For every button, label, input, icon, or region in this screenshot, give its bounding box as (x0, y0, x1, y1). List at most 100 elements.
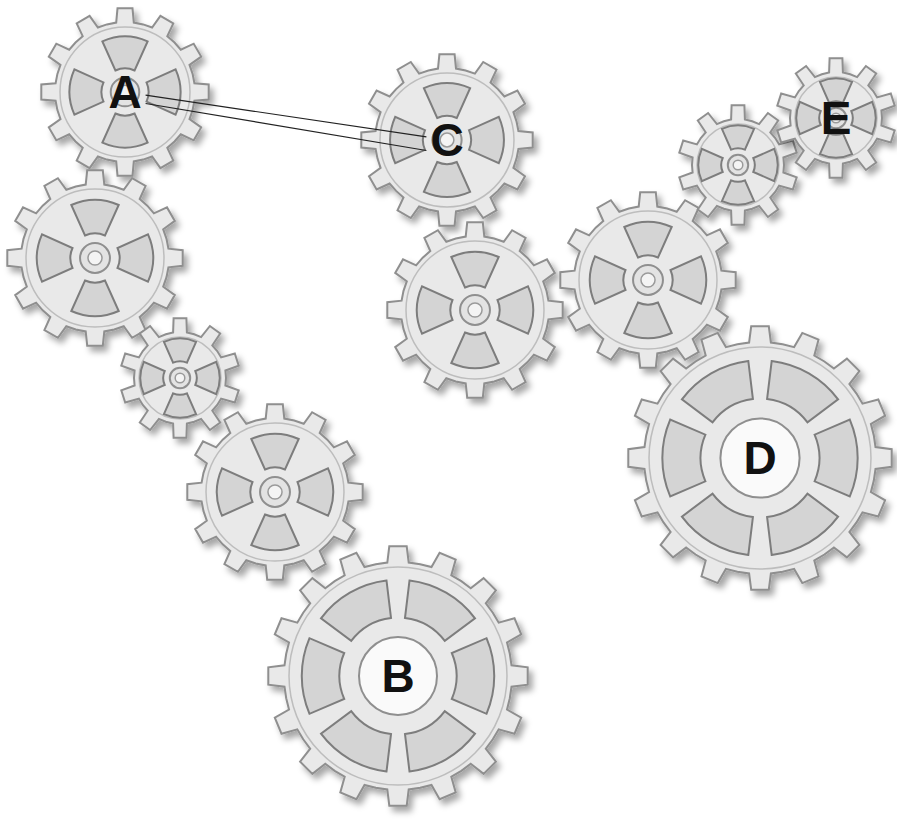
gear-hub (80, 243, 110, 273)
gear-window (722, 125, 754, 149)
gear-axle (88, 251, 102, 265)
gear-window (451, 252, 498, 288)
gear-hub (170, 368, 190, 388)
gear-rim (649, 347, 871, 569)
gear-rim (406, 241, 544, 379)
gear-window (71, 281, 118, 317)
gear-window (815, 420, 858, 497)
gear-window (251, 515, 298, 551)
gear-axle (641, 273, 655, 287)
gear-window (70, 69, 104, 114)
gear-window (851, 102, 875, 134)
gear-window (682, 361, 753, 422)
gear-window (140, 362, 164, 394)
gear-window (753, 149, 777, 181)
gear-body (41, 8, 208, 175)
gear-letter: B (379, 653, 416, 699)
gear-window (195, 362, 219, 394)
gear-label-box: B (379, 653, 416, 699)
gear-window (405, 581, 475, 641)
gear-window (424, 162, 470, 197)
gear-window (164, 393, 196, 417)
gear-hub (720, 418, 799, 497)
gear-label-box: A (106, 69, 143, 115)
gear-window (767, 361, 838, 422)
gear-letter: A (106, 69, 143, 115)
gear-window (671, 256, 707, 303)
gear-letter: E (819, 95, 854, 141)
gear-body (187, 404, 362, 579)
gear-hub (460, 295, 490, 325)
gear (121, 318, 238, 437)
gear-window (147, 69, 181, 114)
gear (679, 105, 796, 224)
gear (41, 8, 208, 175)
gear-rim (139, 337, 221, 419)
gear-hub (260, 477, 290, 507)
gear-window (498, 286, 534, 333)
gear-window (624, 222, 671, 258)
gear (268, 546, 527, 805)
gear-body (7, 170, 182, 345)
gear-window (102, 37, 147, 71)
gear-axle (175, 373, 185, 383)
gear-window (321, 711, 391, 771)
gear-hub (633, 265, 663, 295)
gear-window (469, 117, 504, 163)
gear-window (37, 234, 73, 281)
gear-rim (206, 423, 344, 561)
gear-hub (728, 155, 748, 175)
gear-window (424, 83, 470, 118)
gear-label-box: D (741, 435, 778, 481)
gear-window (452, 638, 494, 714)
gear-letter: C (428, 117, 465, 163)
gear-window (390, 117, 425, 163)
gear (361, 54, 532, 225)
gear-body (361, 54, 532, 225)
gear-window (71, 200, 118, 236)
gear-rim (795, 77, 877, 159)
gear-window (164, 338, 196, 362)
gear (777, 58, 894, 177)
gear-body (268, 546, 527, 805)
gear-axle (468, 303, 482, 317)
gear-rim (60, 27, 190, 157)
gear-rim (289, 567, 507, 785)
gear-window (302, 638, 344, 714)
gear-window (767, 494, 838, 555)
gear-window (298, 468, 334, 515)
gear-hub (359, 637, 437, 715)
gear-window (451, 333, 498, 369)
gear-body (121, 318, 238, 437)
gear-window (590, 256, 626, 303)
connector-line (146, 95, 427, 150)
gear-window (118, 234, 154, 281)
gear-window (662, 420, 705, 497)
gear-window (251, 434, 298, 470)
gear-body (628, 326, 891, 589)
gear-window (624, 303, 671, 339)
gear-window (417, 286, 453, 333)
gear-window (102, 114, 147, 148)
gear-rim (579, 211, 717, 349)
gear (387, 222, 562, 397)
gear-window (796, 102, 820, 134)
gear-window (217, 468, 253, 515)
gear-rim (697, 124, 779, 206)
gear-window (405, 711, 475, 771)
gear-body (777, 58, 894, 177)
gear (187, 404, 362, 579)
gear-rim (380, 73, 514, 207)
gear-window (682, 494, 753, 555)
gear-letter: D (741, 435, 778, 481)
gear (628, 326, 891, 589)
gear-body (387, 222, 562, 397)
gear-axle (733, 160, 743, 170)
gear-window (722, 180, 754, 204)
gear-body (679, 105, 796, 224)
gear-window (698, 149, 722, 181)
gear-label-box: C (428, 117, 465, 163)
gear (7, 170, 182, 345)
gear-rim (26, 189, 164, 327)
gear-axle (268, 485, 282, 499)
